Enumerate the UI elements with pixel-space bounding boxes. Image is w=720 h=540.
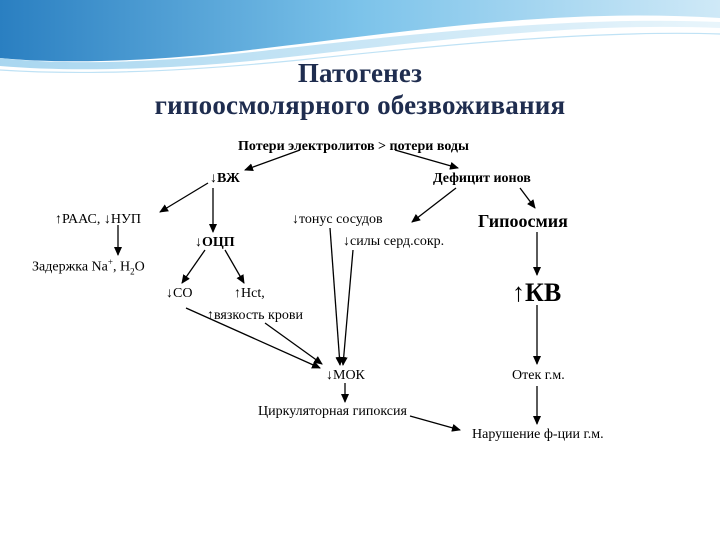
node-circulatory-hypoxia: Циркуляторная гипоксия <box>258 404 407 419</box>
node-ecf-decrease: ↓ВЖ <box>210 171 240 186</box>
node-hypoosmia: Гипоосмия <box>478 211 568 231</box>
node-mok: ↓МОК <box>326 368 365 383</box>
node-electrolyte-loss: Потери электролитов > потери воды <box>238 139 469 154</box>
slide-title-line2: гипоосмолярного обезвоживания <box>154 90 566 120</box>
node-na-retention: Задержка Na+, H2O <box>32 257 145 277</box>
node-brain-edema: Отек г.м. <box>512 368 565 383</box>
node-hct: ↑Hct, <box>234 286 265 301</box>
node-brain-dysfunction: Нарушение ф-ции г.м. <box>472 427 604 442</box>
node-heart-force: ↓силы серд.сокр. <box>343 234 445 249</box>
arrow-ocp-to-co <box>181 249 206 284</box>
slide-title-line1: Патогенез <box>297 58 423 88</box>
header-wave-decoration <box>0 0 720 73</box>
arrow-ocp-to-hct <box>224 249 245 284</box>
arrow-ion-deficit-to-vessel-tone <box>411 187 457 223</box>
node-ocp-decrease: ↓ОЦП <box>195 235 235 250</box>
arrow-viscosity-to-mok <box>264 322 323 365</box>
node-vessel-tone: ↓тонус сосудов <box>292 212 383 227</box>
arrow-hypoxia-to-brain-dysfunction <box>409 415 461 432</box>
arrow-heart-force-to-mok <box>339 249 354 366</box>
arrow-ecf-to-raas <box>159 182 209 213</box>
node-co-decrease: ↓CO <box>166 286 193 301</box>
node-kv: ↑КВ <box>512 278 562 307</box>
node-ion-deficit: Дефицит ионов <box>433 171 531 186</box>
arrow-vessel-tone-to-mok <box>329 227 344 366</box>
node-viscosity: ↑вязкость крови <box>207 308 303 323</box>
node-raas: ↑РААС, ↓НУП <box>55 212 141 227</box>
arrow-ion-deficit-to-hypoosmia <box>519 187 536 209</box>
